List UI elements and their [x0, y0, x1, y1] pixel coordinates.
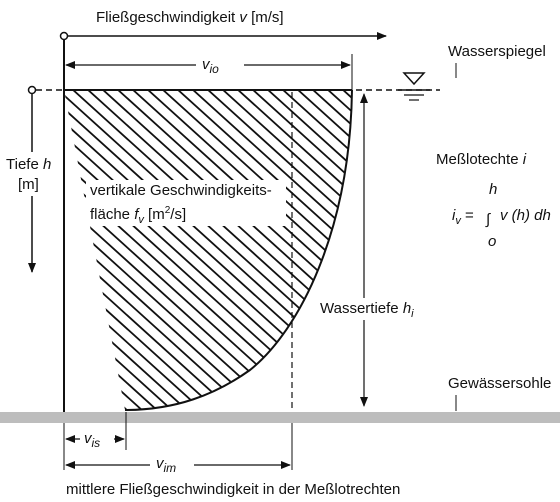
hatch-line: [64, 90, 352, 410]
velocity-axis-origin: [59, 31, 69, 41]
hatch-line: [234, 90, 352, 410]
hatch-line: [0, 60, 55, 440]
hatch-line: [64, 90, 101, 410]
water-depth-label-bg: [316, 298, 434, 320]
hatch-line: [64, 90, 341, 410]
riverbed-label: Gewässersohle: [448, 375, 551, 392]
surface-velocity-label: vio: [202, 56, 219, 76]
depth-unit: [m]: [18, 176, 39, 193]
hatch-line: [144, 90, 352, 410]
area-label-line2: fläche fv [m2/s]: [90, 205, 186, 226]
hatch-line: [204, 90, 352, 410]
hatch-line: [64, 90, 352, 410]
water-depth-label: Wassertiefe hi: [320, 300, 414, 320]
hatch-line: [64, 90, 352, 410]
hatch-line: [189, 90, 352, 410]
water-level-triangle-icon: [398, 72, 430, 101]
hatch-line: [64, 90, 266, 410]
hatch-line: [99, 90, 352, 410]
vis-label-bg: [80, 426, 114, 448]
hatch-line: [64, 90, 161, 410]
hatch-line: [0, 60, 40, 440]
hatch-line: [64, 90, 251, 410]
vim-label-bg: [150, 451, 194, 473]
hatch-line: [64, 90, 352, 410]
hatch-line: [64, 90, 352, 410]
depth-label-bg: [2, 152, 58, 196]
mean-velocity-label: vim: [156, 455, 176, 475]
area-label-line1: vertikale Geschwindigkeits-: [90, 182, 272, 199]
hatch-line: [159, 90, 352, 410]
hatch-line: [84, 90, 352, 410]
hatch-line: [64, 90, 311, 410]
area-label-bg: [86, 180, 286, 226]
bed-velocity-label: vis: [84, 430, 100, 450]
caption: mittlere Fließgeschwindigkeit in der Meß…: [66, 481, 400, 498]
water-surface-label: Wasserspiegel: [448, 43, 546, 60]
vio-label-bg: [196, 52, 244, 74]
hatch-line: [64, 90, 236, 410]
hatch-line: [69, 90, 352, 410]
svg-text:∫: ∫: [485, 211, 492, 228]
svg-text:iv =: iv =: [452, 207, 474, 227]
hatch-line: [64, 90, 116, 410]
hatch-line: [264, 90, 352, 410]
hatched-velocity-area: [0, 60, 352, 440]
velocity-profile-curve: [124, 89, 353, 411]
depth-label: Tiefe h: [6, 156, 51, 173]
hatch-line: [64, 90, 71, 410]
hatch-line: [249, 90, 352, 410]
hatch-line: [64, 90, 221, 410]
svg-text:v (h) dh: v (h) dh: [500, 207, 551, 224]
riverbed: [0, 412, 560, 423]
hatch-line: [174, 90, 352, 410]
hatch-line: [219, 90, 352, 410]
svg-text:h: h: [489, 181, 497, 198]
integral-formula: iv = h ∫ o v (h) dh: [452, 181, 551, 250]
vertical-title: Meßlotechte i: [436, 151, 527, 168]
hatch-line: [64, 90, 206, 410]
hatch-line: [64, 90, 191, 410]
hatch-line: [64, 90, 352, 410]
velocity-axis-label: Fließgeschwindigkeit v [m/s]: [96, 9, 284, 26]
svg-text:o: o: [488, 233, 496, 250]
depth-axis-origin: [27, 85, 37, 95]
